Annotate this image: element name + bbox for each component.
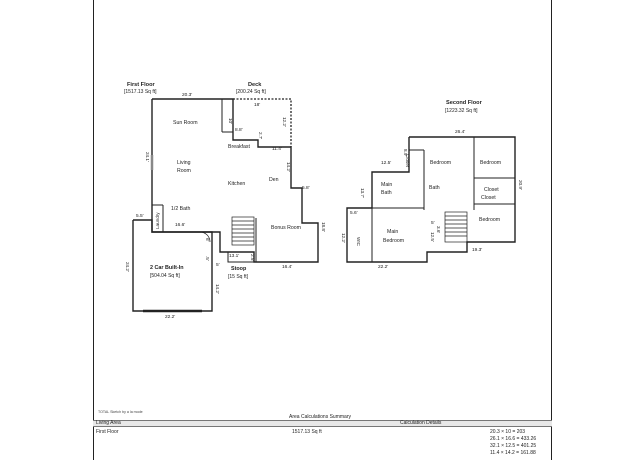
dim-18-8: 18.8' xyxy=(321,222,326,232)
summary-title: Area Calculations Summary xyxy=(289,414,351,420)
calc-line-4: 11.4 × 14.2 = 161.88 xyxy=(490,450,536,456)
dim2-13-7: 13.7' xyxy=(360,188,365,198)
room-half-bath: 1/2 Bath xyxy=(171,206,190,212)
room-closet-b: Closet xyxy=(481,195,496,201)
dim-garage-bottom: 22.2' xyxy=(165,314,175,320)
dim-14-2: 14.2' xyxy=(286,162,291,172)
dim-16-6: 16.6' xyxy=(175,222,185,228)
dim-8-8: 8.8' xyxy=(235,127,243,133)
garage-entry-door xyxy=(199,231,211,243)
room-living-1: Living xyxy=(177,160,191,166)
header-calc-details: Calculation Details xyxy=(400,420,442,426)
second-floor-plan xyxy=(346,136,516,263)
room-bedroom-b: Bedroom xyxy=(480,160,501,166)
header-living-areas: Living Area xyxy=(96,420,121,426)
first-floor-outer-wall xyxy=(151,98,319,263)
stoop-title: Stoop xyxy=(231,266,247,272)
room-closet-a: Closet xyxy=(484,187,499,193)
dim-5-8: 5.8' xyxy=(302,185,310,191)
dim2-top: 26.4' xyxy=(455,129,465,135)
room-main-bath-2: Bath xyxy=(381,190,392,196)
dim-5-5: 5.5' xyxy=(136,213,144,219)
room-main-bed-2: Bedroom xyxy=(383,238,404,244)
dim2-12-5: 12.5' xyxy=(381,160,391,166)
deck-area: [200.24 Sq ft] xyxy=(236,89,266,95)
room-main-bath-1: Main xyxy=(381,182,392,188)
room-bedroom-a: Bedroom xyxy=(430,160,451,166)
room-breakfast: Breakfast xyxy=(228,144,250,150)
dim-deck-top: 18' xyxy=(254,102,260,108)
row-first-floor-value: 1517.13 Sq ft xyxy=(292,429,322,435)
room-bedroom-c: Bedroom xyxy=(479,217,500,223)
first-floor-area: [1517.13 Sq ft] xyxy=(124,89,157,95)
dim2-12-2: 12.2' xyxy=(341,233,346,243)
dim-12-2: 12.2' xyxy=(282,117,287,127)
room-living-2: Room xyxy=(177,168,191,174)
dim-6: 6' xyxy=(205,238,210,242)
second-floor-stairs xyxy=(444,211,468,243)
sketch-credit: TOTAL Sketch by a la mode xyxy=(98,410,143,414)
dim2-19-3: 19.3' xyxy=(472,247,482,253)
dim-top: 20.3' xyxy=(182,92,192,98)
dim2-right: 20.9' xyxy=(518,180,523,190)
garage-outline xyxy=(132,219,213,312)
dim-10: 10' xyxy=(228,118,233,124)
room-closet-v: Closet xyxy=(405,154,410,168)
calc-line-3: 32.1 × 12.5 = 401.25 xyxy=(490,443,537,449)
dim-13-1: 13.1' xyxy=(229,253,239,259)
second-floor-title: Second Floor xyxy=(446,100,483,106)
dim-11-4: 11.4' xyxy=(272,146,282,152)
room-laundry: Laundry xyxy=(155,212,160,229)
first-floor-labels: First Floor [1517.13 Sq ft] Deck [200.24… xyxy=(124,82,326,320)
dim-5b: 5' xyxy=(216,262,220,268)
dim2-5-6: 5.6' xyxy=(350,210,358,216)
stoop-outline xyxy=(227,251,255,263)
dim-garage-right: 14.2' xyxy=(215,284,220,294)
room-den: Den xyxy=(269,177,279,183)
garage-area: [504.04 Sq ft] xyxy=(150,273,180,279)
calc-line-1: 20.3 × 10 = 203 xyxy=(490,429,526,435)
dim2-5: 5' xyxy=(431,220,435,226)
first-floor-title: First Floor xyxy=(127,82,155,88)
room-bonus: Bonus Room xyxy=(271,225,301,231)
second-floor-area: [1223.32 Sq ft] xyxy=(445,108,478,114)
room-kitchen: Kitchen xyxy=(228,181,245,187)
garage-title: 2 Car Built-In xyxy=(150,265,184,271)
stoop-area: [15 Sq ft] xyxy=(228,274,249,280)
second-floor-outer-wall xyxy=(346,136,516,263)
dim2-12-5b: 12.5' xyxy=(430,232,435,242)
dim-2-5: 2.5' xyxy=(250,254,255,261)
deck-outline xyxy=(233,98,292,147)
room-bath: Bath xyxy=(429,185,440,191)
room-wic: WIC xyxy=(356,237,361,247)
room-main-bed-1: Main xyxy=(387,229,398,235)
row-first-floor-label: First Floor xyxy=(96,429,119,435)
dim-2-7: 2.7' xyxy=(258,132,263,139)
second-floor-labels: Second Floor [1223.32 Sq ft] Bedroom Bed… xyxy=(341,100,523,270)
first-floor-plan xyxy=(132,98,319,313)
dim-left-24-1: 24.1' xyxy=(145,152,150,162)
dim-garage-left: 24.2' xyxy=(125,262,130,272)
dim2-3-6: 3.6' xyxy=(436,226,441,233)
room-sun-room: Sun Room xyxy=(173,120,198,126)
dim-16-4: 16.4' xyxy=(282,264,292,270)
dim-5: .5' xyxy=(205,256,210,261)
first-floor-stairs xyxy=(231,216,255,246)
dim2-8-9: 8.9' xyxy=(403,149,408,156)
calc-line-2: 26.1 × 16.6 = 433.26 xyxy=(490,436,537,442)
dim2-bottom: 22.2' xyxy=(378,264,388,270)
deck-title: Deck xyxy=(248,82,262,88)
summary-header-bar xyxy=(93,420,552,427)
plan-sheet xyxy=(93,0,552,460)
